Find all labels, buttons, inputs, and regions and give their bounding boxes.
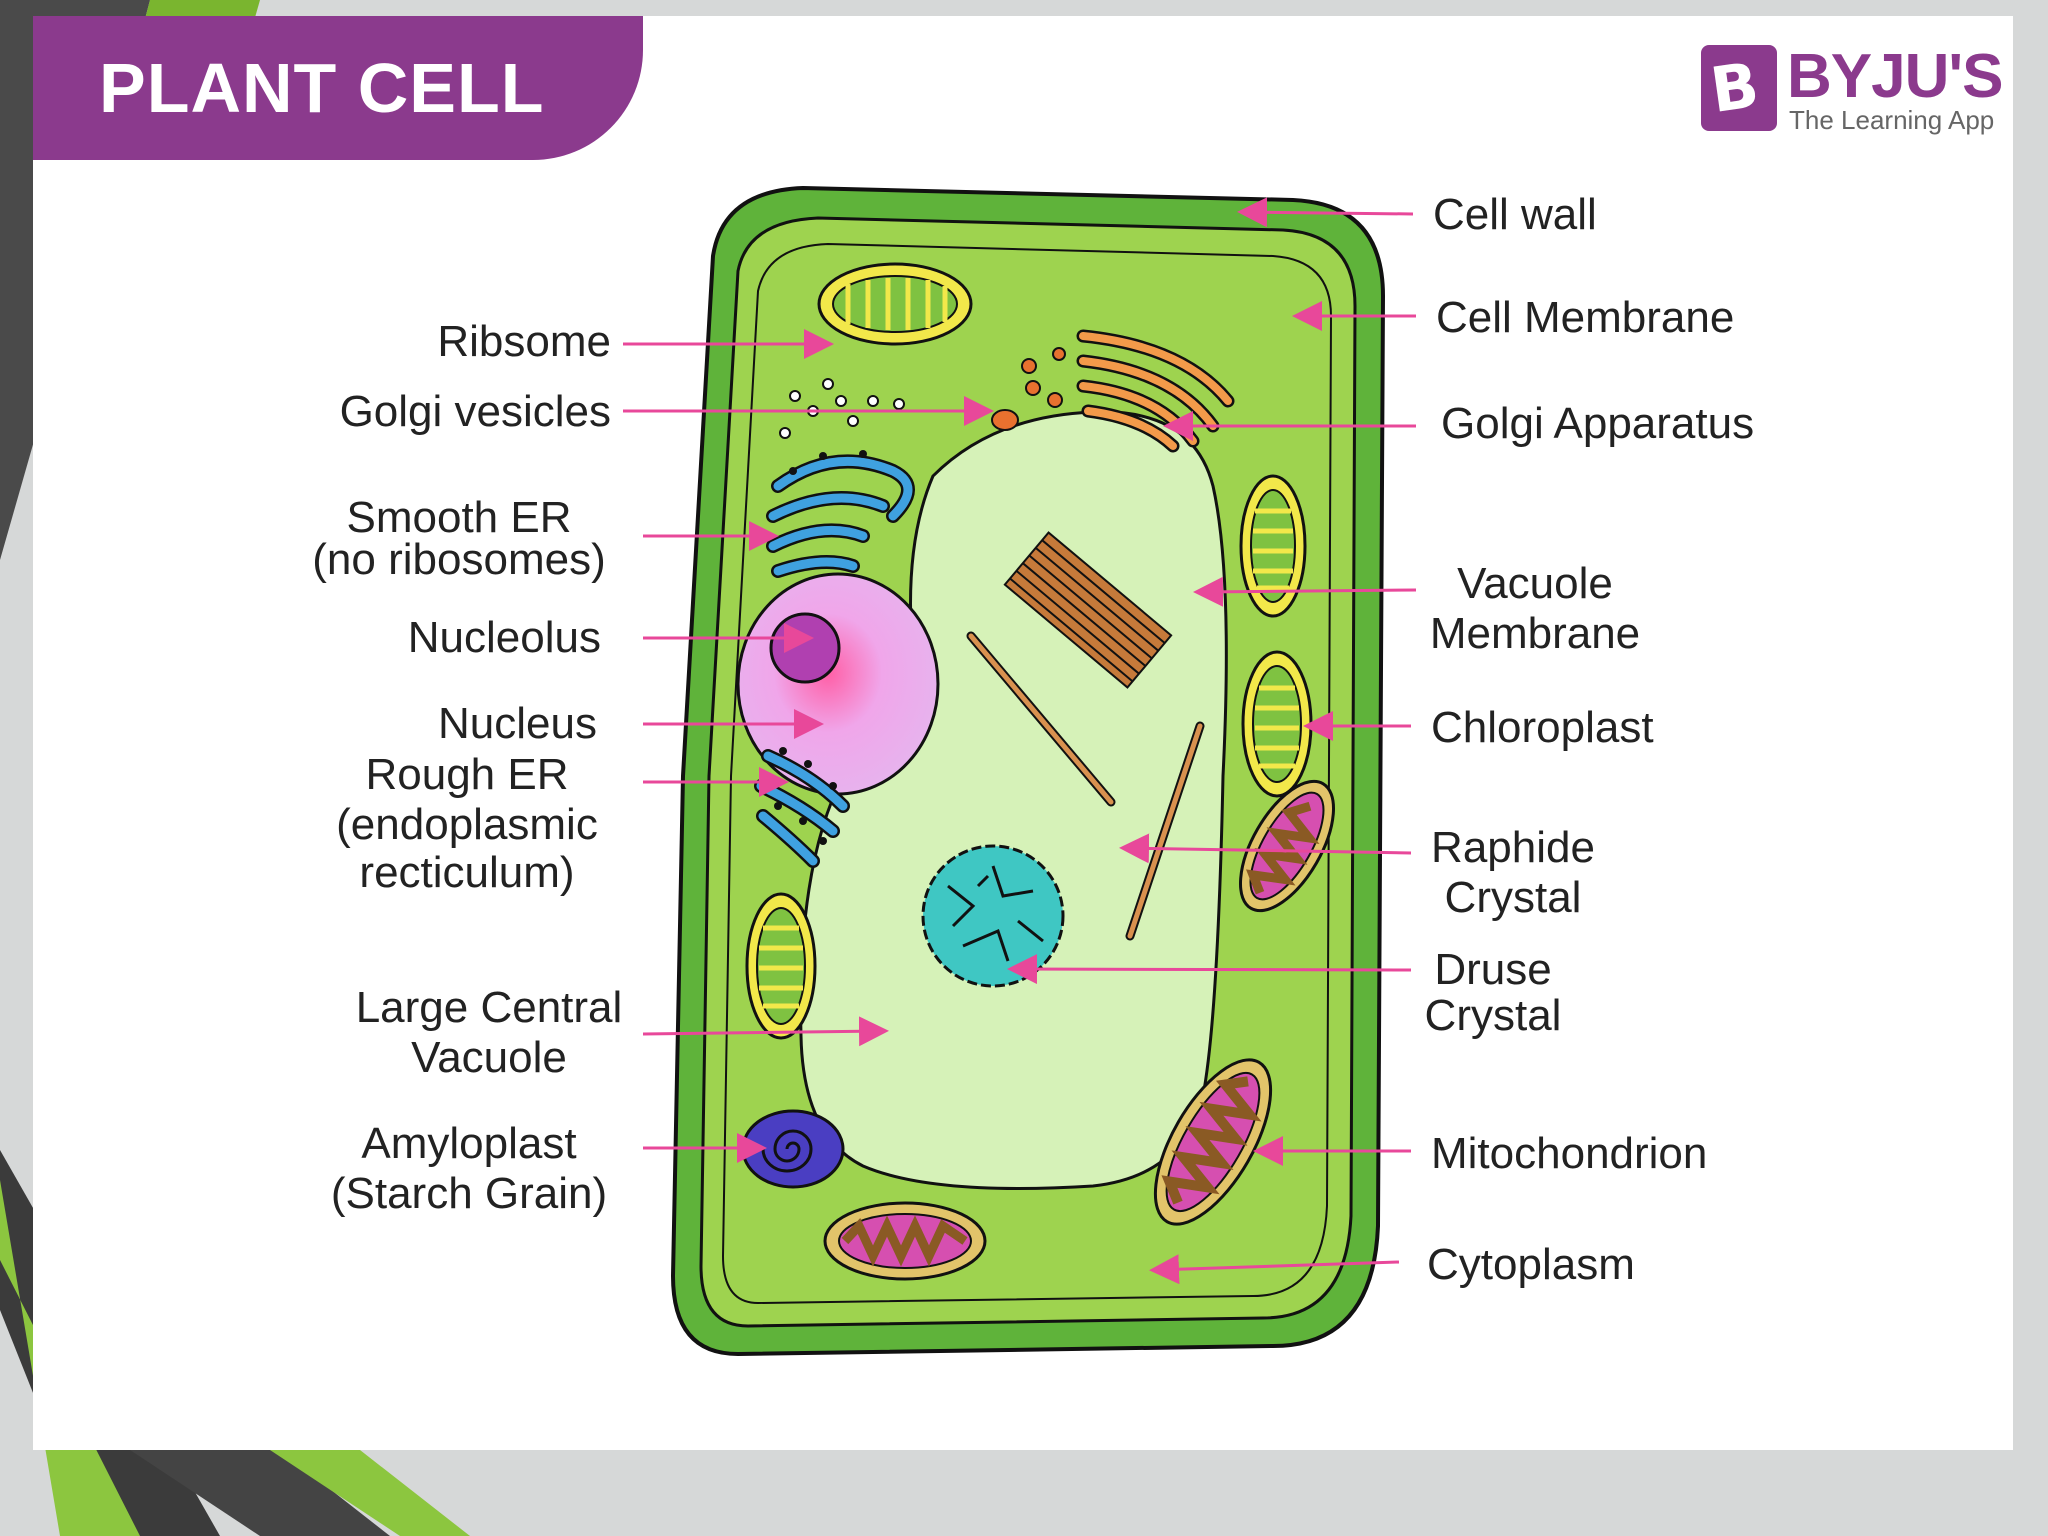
mitochondrion <box>1153 1058 1273 1226</box>
raphide-crystal <box>966 531 1205 941</box>
slide: PLANT CELL B BYJU'S The Learning App <box>33 16 2013 1450</box>
cell-membrane <box>721 242 1333 1305</box>
byjus-logo: B BYJU'S The Learning App <box>1701 42 2003 150</box>
nucleolus <box>769 612 841 684</box>
logo-name: BYJU'S <box>1787 42 2003 111</box>
label-amyloplast: Amyloplast <box>361 1119 576 1168</box>
leader-lines <box>623 197 1417 1285</box>
chloroplast <box>1239 474 1307 618</box>
amyloplast <box>741 1109 845 1189</box>
label-ribosome: Ribsome <box>437 317 611 366</box>
label-rough-er: Rough ER <box>365 750 568 799</box>
mitochondrion <box>1238 779 1336 913</box>
label-golgi-vesicles: Golgi vesicles <box>340 387 611 436</box>
logo-mark-icon: B <box>1701 45 1777 131</box>
label-mitochondrion: Mitochondrion <box>1431 1129 1707 1178</box>
label-cell-membrane: Cell Membrane <box>1436 293 1734 342</box>
label-druse-crystal: Druse <box>1434 945 1551 994</box>
label-large-central-vacuole-2: Vacuole <box>411 1033 567 1082</box>
label-druse-crystal-2: Crystal <box>1425 991 1562 1040</box>
label-vacuole-membrane: Vacuole <box>1457 559 1613 608</box>
label-smooth-er: Smooth ER <box>347 493 572 542</box>
label-rough-er-note-1: (endoplasmic <box>336 800 598 849</box>
druse-crystal <box>921 844 1065 988</box>
mitochondrion <box>823 1201 987 1281</box>
label-large-central-vacuole: Large Central <box>356 983 623 1032</box>
chloroplast <box>817 262 973 346</box>
label-nucleolus: Nucleolus <box>408 613 601 662</box>
chloroplast <box>745 892 817 1040</box>
ribosomes <box>779 378 905 439</box>
label-cell-wall: Cell wall <box>1433 190 1597 239</box>
title-banner: PLANT CELL <box>33 16 643 160</box>
plant-cell-diagram: Ribsome Golgi vesicles Smooth ER (no rib… <box>312 185 1754 1357</box>
label-raphide-crystal: Raphide <box>1431 823 1595 872</box>
logo-tagline: The Learning App <box>1789 105 1995 135</box>
label-nucleus: Nucleus <box>438 699 597 748</box>
label-golgi-apparatus: Golgi Apparatus <box>1441 399 1754 448</box>
chloroplast <box>1241 650 1313 798</box>
label-starch-grain: (Starch Grain) <box>331 1169 607 1218</box>
label-cytoplasm: Cytoplasm <box>1427 1240 1635 1289</box>
label-vacuole-membrane-2: Membrane <box>1430 609 1640 658</box>
label-chloroplast: Chloroplast <box>1431 703 1654 752</box>
page-title: PLANT CELL <box>99 49 545 127</box>
label-smooth-er-note: (no ribosomes) <box>312 535 605 584</box>
label-raphide-crystal-2: Crystal <box>1445 873 1582 922</box>
golgi-vesicles <box>991 347 1066 431</box>
label-rough-er-note-2: recticulum) <box>359 848 574 897</box>
